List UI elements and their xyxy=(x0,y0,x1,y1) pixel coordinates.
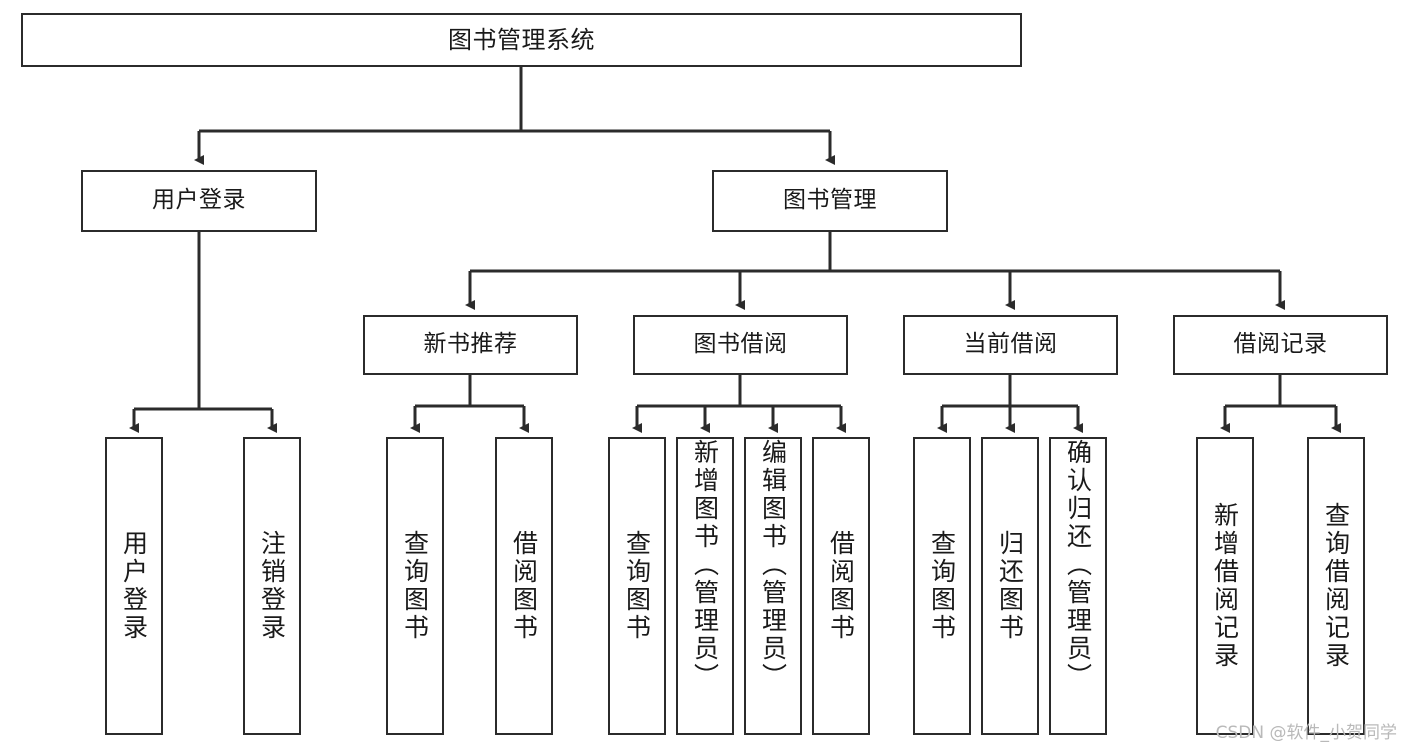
node-new-book-recommend[interactable]: 新书推荐 xyxy=(363,315,578,375)
node-book-borrow[interactable]: 图书借阅 xyxy=(633,315,848,375)
node-root-system[interactable]: 图书管理系统 xyxy=(21,13,1022,67)
leaf-query-book-current[interactable]: 查询图书 xyxy=(913,437,971,735)
leaf-borrow-book-recommend[interactable]: 借阅图书 xyxy=(495,437,553,735)
node-label: 用户登录 xyxy=(152,187,246,214)
node-label: 当前借阅 xyxy=(963,331,1058,358)
leaf-add-book[interactable]: 新增图书（管理员） xyxy=(676,437,734,735)
node-label: 借阅图书 xyxy=(509,530,539,642)
node-label: 借阅图书 xyxy=(826,530,856,642)
node-label: 查询图书 xyxy=(400,530,430,642)
leaf-confirm-return[interactable]: 确认归还（管理员） xyxy=(1049,437,1107,735)
node-label: 图书管理系统 xyxy=(448,25,595,54)
leaf-edit-book[interactable]: 编辑图书（管理员） xyxy=(744,437,802,735)
node-label: 用户登录 xyxy=(119,530,149,642)
node-label: 查询图书 xyxy=(622,530,652,642)
node-current-borrow[interactable]: 当前借阅 xyxy=(903,315,1118,375)
leaf-user-logout[interactable]: 注销登录 xyxy=(243,437,301,735)
leaf-query-borrow-record[interactable]: 查询借阅记录 xyxy=(1307,437,1365,735)
leaf-query-book-recommend[interactable]: 查询图书 xyxy=(386,437,444,735)
leaf-borrow-book-borrow[interactable]: 借阅图书 xyxy=(812,437,870,735)
node-book-management[interactable]: 图书管理 xyxy=(712,170,948,232)
node-label: 注销登录 xyxy=(257,530,287,642)
csdn-watermark: CSDN @软件_小贺同学 xyxy=(1215,723,1397,743)
node-label: 查询图书 xyxy=(927,530,957,642)
leaf-user-login[interactable]: 用户登录 xyxy=(105,437,163,735)
leaf-query-book-borrow[interactable]: 查询图书 xyxy=(608,437,666,735)
node-user-login[interactable]: 用户登录 xyxy=(81,170,317,232)
leaf-return-book[interactable]: 归还图书 xyxy=(981,437,1039,735)
node-label: 新增图书（管理员） xyxy=(690,439,720,691)
node-label: 新书推荐 xyxy=(423,331,518,358)
node-label: 编辑图书（管理员） xyxy=(758,439,788,691)
node-label: 新增借阅记录 xyxy=(1210,502,1240,670)
node-label: 确认归还（管理员） xyxy=(1063,439,1093,691)
node-label: 图书管理 xyxy=(783,187,877,214)
node-label: 借阅记录 xyxy=(1233,331,1328,358)
node-borrow-record[interactable]: 借阅记录 xyxy=(1173,315,1388,375)
leaf-add-borrow-record[interactable]: 新增借阅记录 xyxy=(1196,437,1254,735)
node-label: 查询借阅记录 xyxy=(1321,502,1351,670)
node-label: 图书借阅 xyxy=(693,331,788,358)
node-label: 归还图书 xyxy=(995,530,1025,642)
